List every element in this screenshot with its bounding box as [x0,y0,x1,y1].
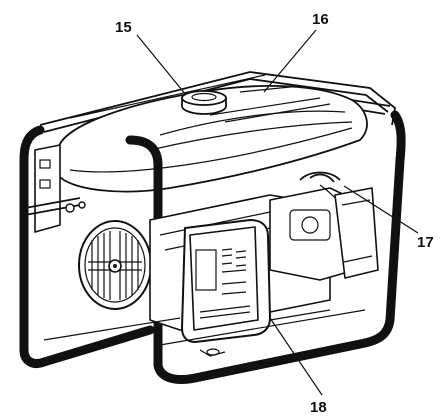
leader-17 [343,185,419,234]
frame-front-left [19,125,163,370]
leader-18 [269,317,323,396]
control-panel [24,144,86,233]
callout-15: 15 [115,19,132,36]
leader-15 [136,34,187,96]
callout-18: 18 [310,399,327,416]
fuel-tank [57,85,368,193]
alternator [78,220,152,310]
leader-lines [136,29,419,396]
air-filter-cover [181,219,271,343]
fuel-cap [181,90,227,115]
callout-17: 17 [417,234,434,251]
callout-16: 16 [312,11,329,28]
base [43,309,366,357]
frame-front-right [153,110,406,384]
leader-16 [263,29,317,93]
